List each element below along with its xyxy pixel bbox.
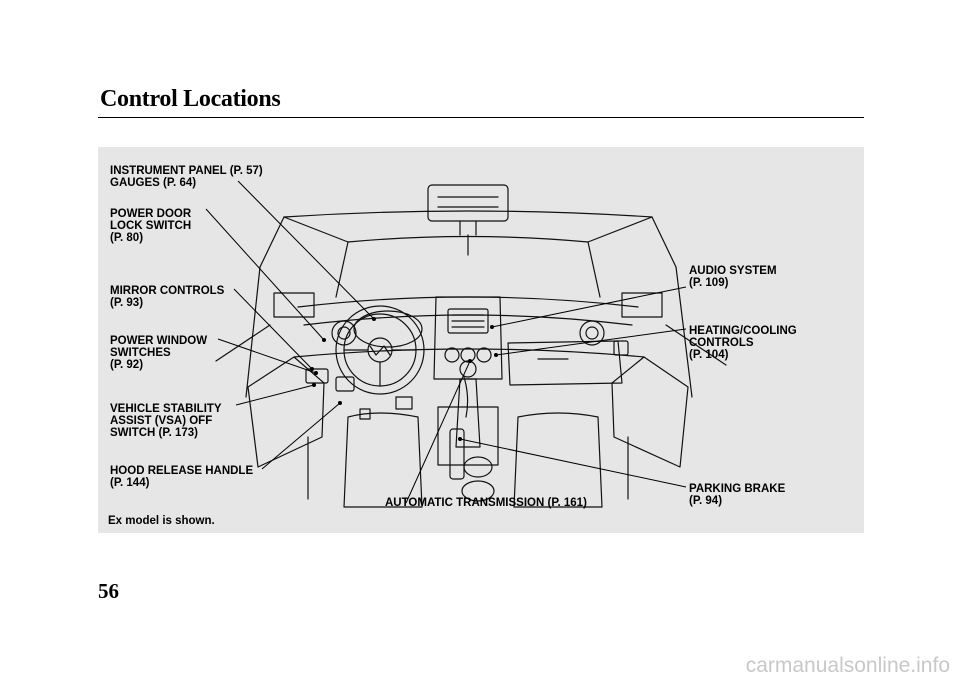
- figure-caption: Ex model is shown.: [108, 515, 215, 527]
- leader-lines: [205, 180, 687, 504]
- callout-parking-brake: PARKING BRAKE (P. 94): [689, 483, 786, 507]
- watermark: carmanualsonline.info: [745, 654, 950, 677]
- callout-instrument-panel: INSTRUMENT PANEL (P. 57) GAUGES (P. 64): [110, 165, 263, 189]
- callout-vsa-switch: VEHICLE STABILITY ASSIST (VSA) OFF SWITC…: [110, 403, 222, 439]
- leader-dots: [310, 317, 498, 441]
- title-rule: [98, 117, 864, 118]
- callout-power-door-lock: POWER DOOR LOCK SWITCH (P. 80): [110, 208, 192, 244]
- callout-audio-system: AUDIO SYSTEM (P. 109): [689, 265, 777, 289]
- page-number: 56: [98, 579, 119, 603]
- page-title: Control Locations: [100, 86, 281, 112]
- callout-automatic-transmission: AUTOMATIC TRANSMISSION (P. 161): [385, 497, 587, 509]
- callout-hood-release: HOOD RELEASE HANDLE (P. 144): [110, 465, 254, 489]
- dashboard-figure: INSTRUMENT PANEL (P. 57) GAUGES (P. 64) …: [98, 147, 864, 533]
- callout-power-window: POWER WINDOW SWITCHES (P. 92): [110, 335, 208, 371]
- dashboard-illustration: [205, 180, 727, 508]
- callout-heating-cooling: HEATING/COOLING CONTROLS (P. 104): [689, 325, 797, 361]
- callout-mirror-controls: MIRROR CONTROLS (P. 93): [110, 285, 225, 309]
